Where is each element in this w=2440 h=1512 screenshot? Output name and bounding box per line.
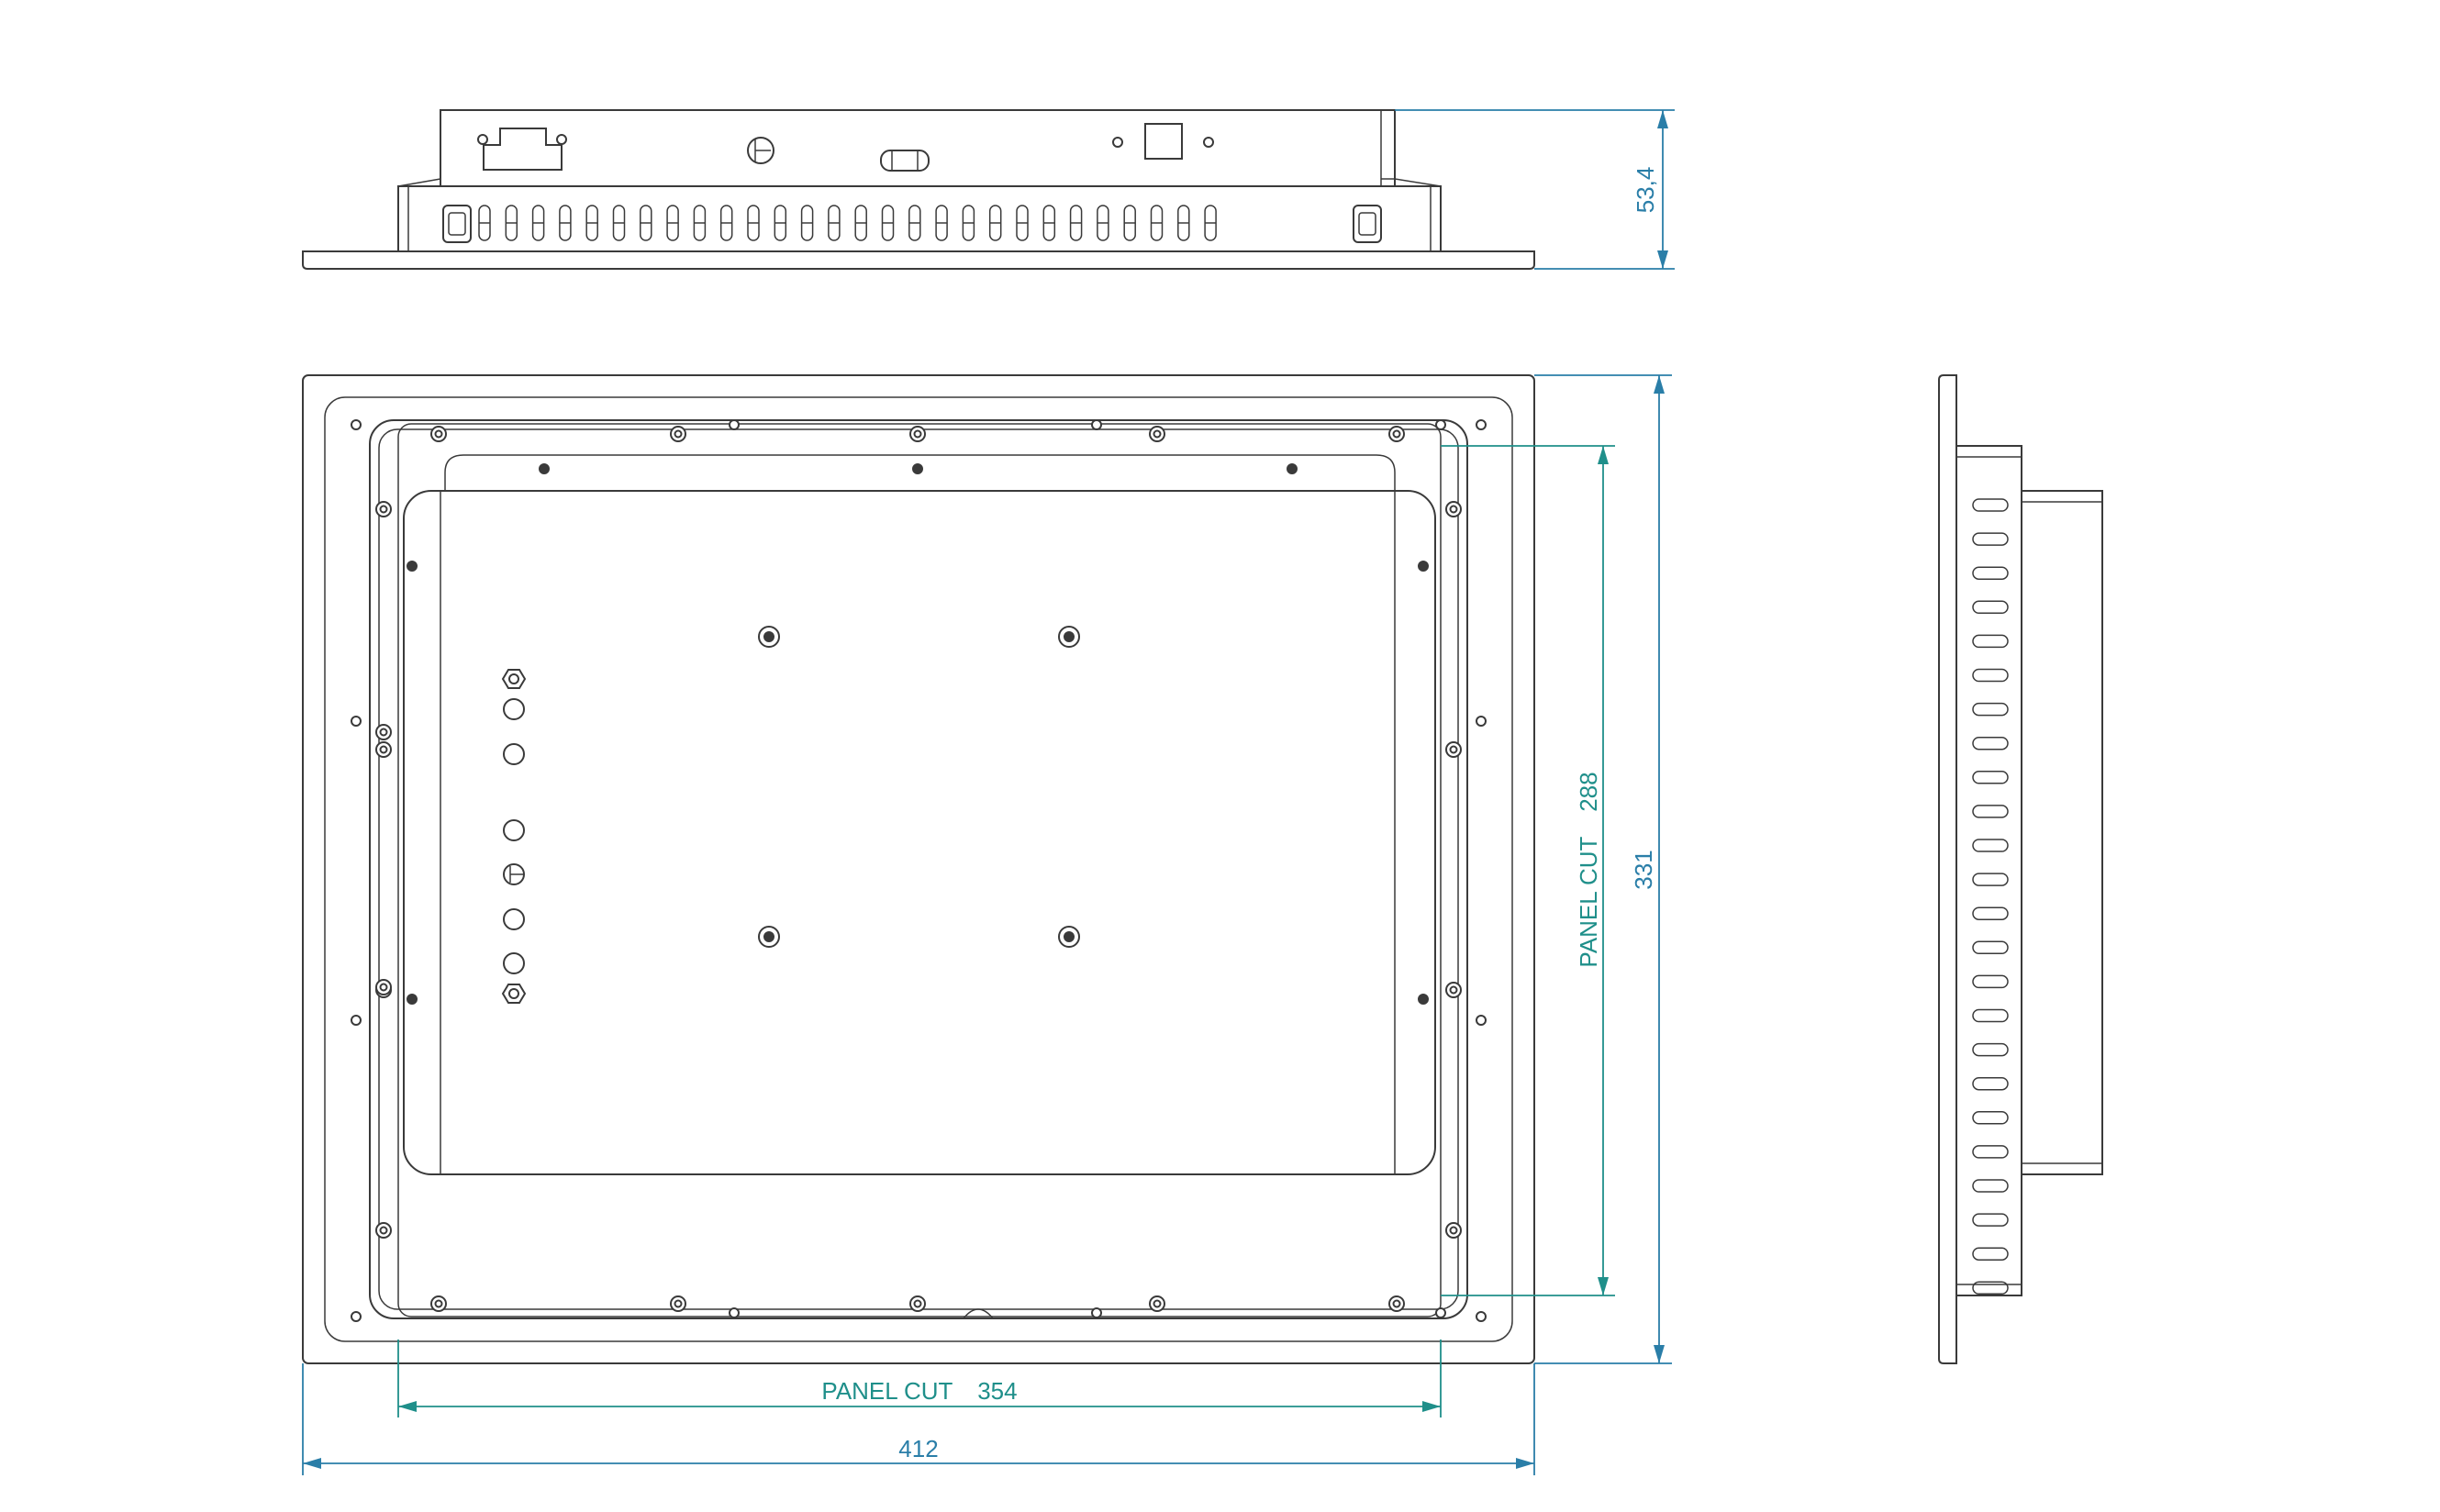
vent-slot	[1972, 1042, 2009, 1057]
mounting-clamp-right	[1353, 205, 1382, 243]
mounting-hole	[1476, 716, 1487, 727]
panel-cut-width-value: 354	[977, 1377, 1017, 1405]
vent-slot	[1972, 702, 2009, 717]
vent-slot	[1972, 940, 2009, 955]
vent-slot	[1972, 839, 2009, 852]
vesa-mount-studs	[758, 626, 1080, 948]
panel-cut-height-text: PANEL CUT 288	[1575, 772, 1602, 967]
mounting-hole	[1091, 1307, 1102, 1318]
cover-hole	[407, 994, 418, 1005]
vent-slot	[1972, 1111, 2009, 1125]
plate-hole	[912, 463, 923, 474]
mounting-hole	[1476, 419, 1487, 430]
vent-slot	[1972, 1008, 2009, 1023]
mounting-hole	[351, 716, 362, 727]
mounting-hole	[351, 1311, 362, 1322]
vent-slot	[1972, 1076, 2009, 1091]
side-vent-slots	[1972, 498, 2009, 1295]
side-view	[1938, 374, 2103, 1364]
vent-slot	[1972, 873, 2009, 886]
vent-slot	[1972, 668, 2009, 683]
vent-slot	[1972, 1213, 2009, 1227]
plate-hole	[539, 463, 550, 474]
mounting-hole	[351, 1015, 362, 1026]
depth-dimension-label: 53,4	[1632, 167, 1659, 214]
vent-slot	[1972, 1179, 2009, 1193]
vent-slot	[1972, 805, 2009, 818]
mounting-hole	[351, 419, 362, 430]
vent-slot	[1972, 532, 2009, 546]
panel-cut-height-value: 288	[1575, 772, 1602, 811]
width-dimension: 412	[302, 1363, 1535, 1475]
vent-slot	[1972, 566, 2009, 580]
mounting-hole	[1435, 1307, 1446, 1318]
plate-hole	[1287, 463, 1298, 474]
width-dimension-label: 412	[898, 1435, 938, 1462]
vent-slot	[1972, 906, 2009, 920]
rear-view	[302, 374, 1535, 1364]
mounting-hole	[1476, 1311, 1487, 1322]
power-switch-icon	[1112, 123, 1214, 160]
vent-slot	[1972, 974, 2009, 989]
cover-hole	[1418, 561, 1429, 572]
top-view	[302, 109, 1535, 270]
vent-slot	[1972, 736, 2009, 750]
mounting-clamp-left	[442, 205, 472, 243]
cover-hole	[1418, 994, 1429, 1005]
panel-cut-width-text: PANEL CUT 354	[821, 1377, 1017, 1405]
height-dimension: 331	[1534, 374, 1672, 1364]
mounting-hole	[729, 419, 740, 430]
vent-slot	[1972, 634, 2009, 649]
io-ports	[501, 669, 527, 1004]
panel-cut-height-dimension: PANEL CUT 288	[1441, 445, 1615, 1296]
height-dimension-label: 331	[1630, 850, 1657, 889]
mounting-hole	[1435, 419, 1446, 430]
vent-slot	[1972, 1281, 2009, 1295]
mounting-hole	[1091, 419, 1102, 430]
top-vent-slots	[478, 205, 1217, 241]
rear-mounting-screws	[351, 419, 1487, 1322]
vent-slot	[1972, 771, 2009, 784]
cover-hole	[407, 561, 418, 572]
mounting-hole	[1476, 1015, 1487, 1026]
power-connector-icon	[747, 137, 774, 164]
panel-cut-width-dimension: PANEL CUT 354	[397, 1340, 1442, 1418]
serial-connector-icon	[477, 128, 567, 171]
vent-slot	[1972, 1247, 2009, 1261]
depth-dimension: 53,4	[1395, 109, 1675, 270]
panel-cut-width-label: PANEL CUT	[821, 1377, 953, 1405]
fuse-holder-icon	[880, 150, 930, 172]
vent-slot	[1972, 498, 2009, 512]
vent-slot	[1972, 1145, 2009, 1159]
mounting-hole	[729, 1307, 740, 1318]
panel-cut-height-label: PANEL CUT	[1575, 836, 1602, 967]
vent-slot	[1972, 600, 2009, 615]
